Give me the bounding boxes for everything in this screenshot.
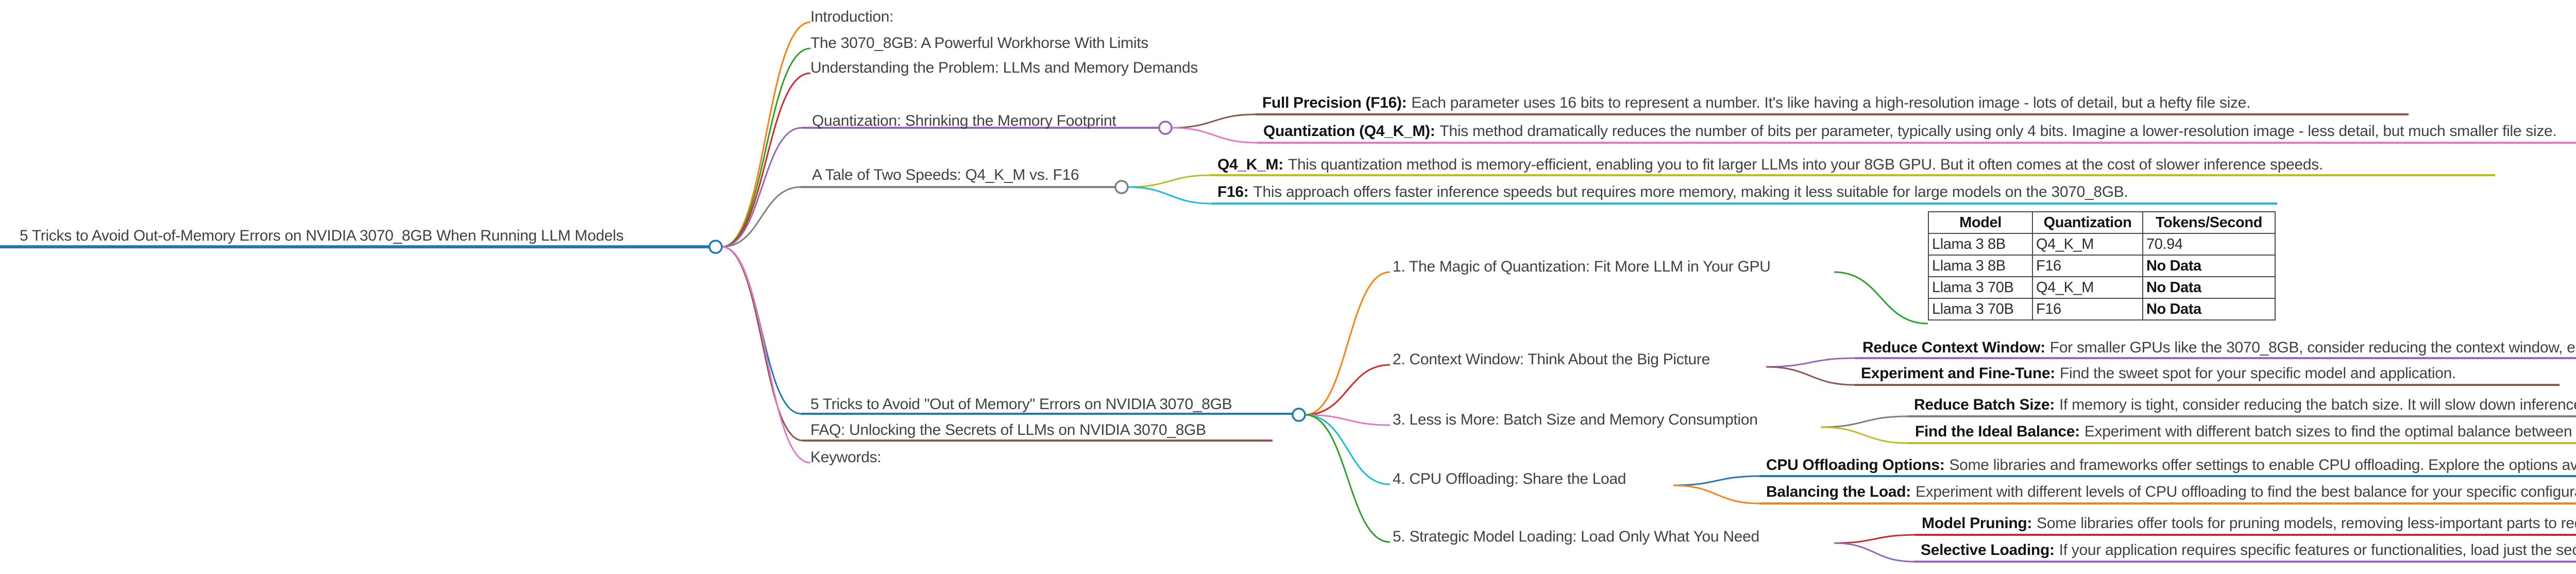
toggle-circle-tricks[interactable]: [1292, 408, 1306, 422]
node-understanding: Understanding the Problem: LLMs and Memo…: [810, 59, 1198, 76]
node-reduce-context: Reduce Context Window:For smaller GPUs l…: [1862, 339, 2576, 356]
table-cell: Llama 3 8B: [1928, 255, 2033, 277]
link-root-faq: [721, 246, 803, 442]
node-experiment: Experiment and Fine-Tune:Find the sweet …: [1861, 365, 2456, 382]
node-reduce-batch: Reduce Batch Size:If memory is tight, co…: [1914, 396, 2576, 413]
table-cell: No Data: [2142, 276, 2276, 299]
table-header-quantization: Quantization: [2032, 211, 2143, 234]
node-ideal-balance: Find the Ideal Balance:Experiment with d…: [1915, 423, 2576, 440]
table-cell: F16: [2032, 255, 2143, 277]
table-cell: No Data: [2142, 298, 2276, 320]
node-cpu-options: CPU Offloading Options:Some libraries an…: [1766, 457, 2576, 474]
node-item2: 2. Context Window: Think About the Big P…: [1393, 351, 1710, 368]
node-faq: FAQ: Unlocking the Secrets of LLMs on NV…: [810, 421, 1206, 438]
node-balancing-load: Balancing the Load:Experiment with diffe…: [1766, 483, 2576, 500]
toggle-circle-quantization[interactable]: [1158, 121, 1173, 135]
link-item2-reduce-context: [1766, 357, 1855, 368]
link-item3-ideal-balance: [1820, 426, 1909, 444]
link-tricks-item3: [1304, 414, 1391, 426]
table-row: Llama 3 70B F16 No Data: [1928, 298, 2276, 320]
link-tricks-item4: [1304, 414, 1391, 485]
link-tricks-item5: [1304, 414, 1391, 543]
node-item5: 5. Strategic Model Loading: Load Only Wh…: [1393, 528, 1759, 545]
link-item4-balancing-load: [1673, 484, 1760, 504]
node-keywords: Keywords:: [810, 449, 882, 466]
link-item3-reduce-batch: [1820, 415, 1908, 428]
node-tricks-label: 5 Tricks to Avoid "Out of Memory" Errors…: [810, 396, 1232, 413]
node-introduction: Introduction:: [810, 8, 894, 25]
branch-links: [721, 21, 1928, 563]
node-quantization-q4: Quantization (Q4_K_M):This method dramat…: [1263, 123, 2557, 140]
link-item2-experiment: [1766, 366, 1855, 386]
toggle-circles: [708, 121, 1306, 422]
node-full-precision: Full Precision (F16):Each parameter uses…: [1262, 94, 2251, 111]
link-tricks-item1: [1304, 271, 1391, 416]
node-workhorse: The 3070_8GB: A Powerful Workhorse With …: [810, 35, 1148, 52]
table-cell: F16: [2032, 298, 2143, 320]
link-root-workhorse: [721, 47, 811, 248]
table-cell: No Data: [2142, 255, 2276, 277]
link-tale-f16: [1127, 186, 1212, 205]
link-root-quantization: [721, 127, 802, 248]
table-row: Llama 3 70B Q4_K_M No Data: [1928, 276, 2276, 299]
table-cell: Llama 3 70B: [1928, 298, 2033, 320]
node-item3: 3. Less is More: Batch Size and Memory C…: [1393, 411, 1758, 428]
node-quantization-label: Quantization: Shrinking the Memory Footp…: [812, 112, 1116, 129]
link-item4-cpu-options: [1673, 475, 1760, 486]
table-row: Llama 3 8B Q4_K_M 70.94: [1928, 233, 2276, 256]
node-underlines: [0, 113, 2576, 563]
link-tale-q4km: [1127, 174, 1211, 188]
table-cell: Q4_K_M: [2032, 276, 2143, 299]
table-header-tokens: Tokens/Second: [2142, 211, 2276, 234]
node-tale-label: A Tale of Two Speeds: Q4_K_M vs. F16: [812, 166, 1079, 183]
node-item4: 4. CPU Offloading: Share the Load: [1393, 470, 1626, 487]
link-item5-model-pruning: [1834, 534, 1916, 544]
node-item1: 1. The Magic of Quantization: Fit More L…: [1393, 258, 1771, 275]
table-row: Llama 3 8B F16 No Data: [1928, 255, 2276, 277]
link-item1-table: [1834, 271, 1928, 325]
link-quantization-full-precision: [1171, 113, 1256, 129]
node-selective-loading: Selective Loading:If your application re…: [1921, 542, 2576, 559]
toggle-circle-root[interactable]: [708, 240, 723, 254]
node-model-pruning: Model Pruning:Some libraries offer tools…: [1922, 515, 2576, 532]
table-cell: Q4_K_M: [2032, 233, 2143, 256]
table-cell: Llama 3 70B: [1928, 276, 2033, 299]
link-root-understanding: [721, 72, 811, 248]
link-tricks-item2: [1304, 364, 1391, 416]
link-root-introduction: [721, 21, 811, 248]
node-f16: F16:This approach offers faster inferenc…: [1217, 183, 2128, 200]
link-root-keywords: [721, 246, 811, 464]
link-item5-selective-loading: [1834, 542, 1914, 563]
table-header-row: Model Quantization Tokens/Second: [1928, 211, 2276, 234]
node-root: 5 Tricks to Avoid Out-of-Memory Errors o…: [20, 227, 624, 244]
table-cell: 70.94: [2142, 233, 2276, 256]
benchmark-table: Model Quantization Tokens/Second Llama 3…: [1928, 211, 2276, 320]
table-cell: Llama 3 8B: [1928, 233, 2033, 256]
link-root-tale: [721, 186, 801, 248]
toggle-circle-tale[interactable]: [1114, 180, 1129, 194]
table-header-model: Model: [1928, 211, 2033, 234]
link-quantization-q4: [1171, 127, 1258, 144]
node-q4km: Q4_K_M:This quantization method is memor…: [1217, 156, 2323, 173]
